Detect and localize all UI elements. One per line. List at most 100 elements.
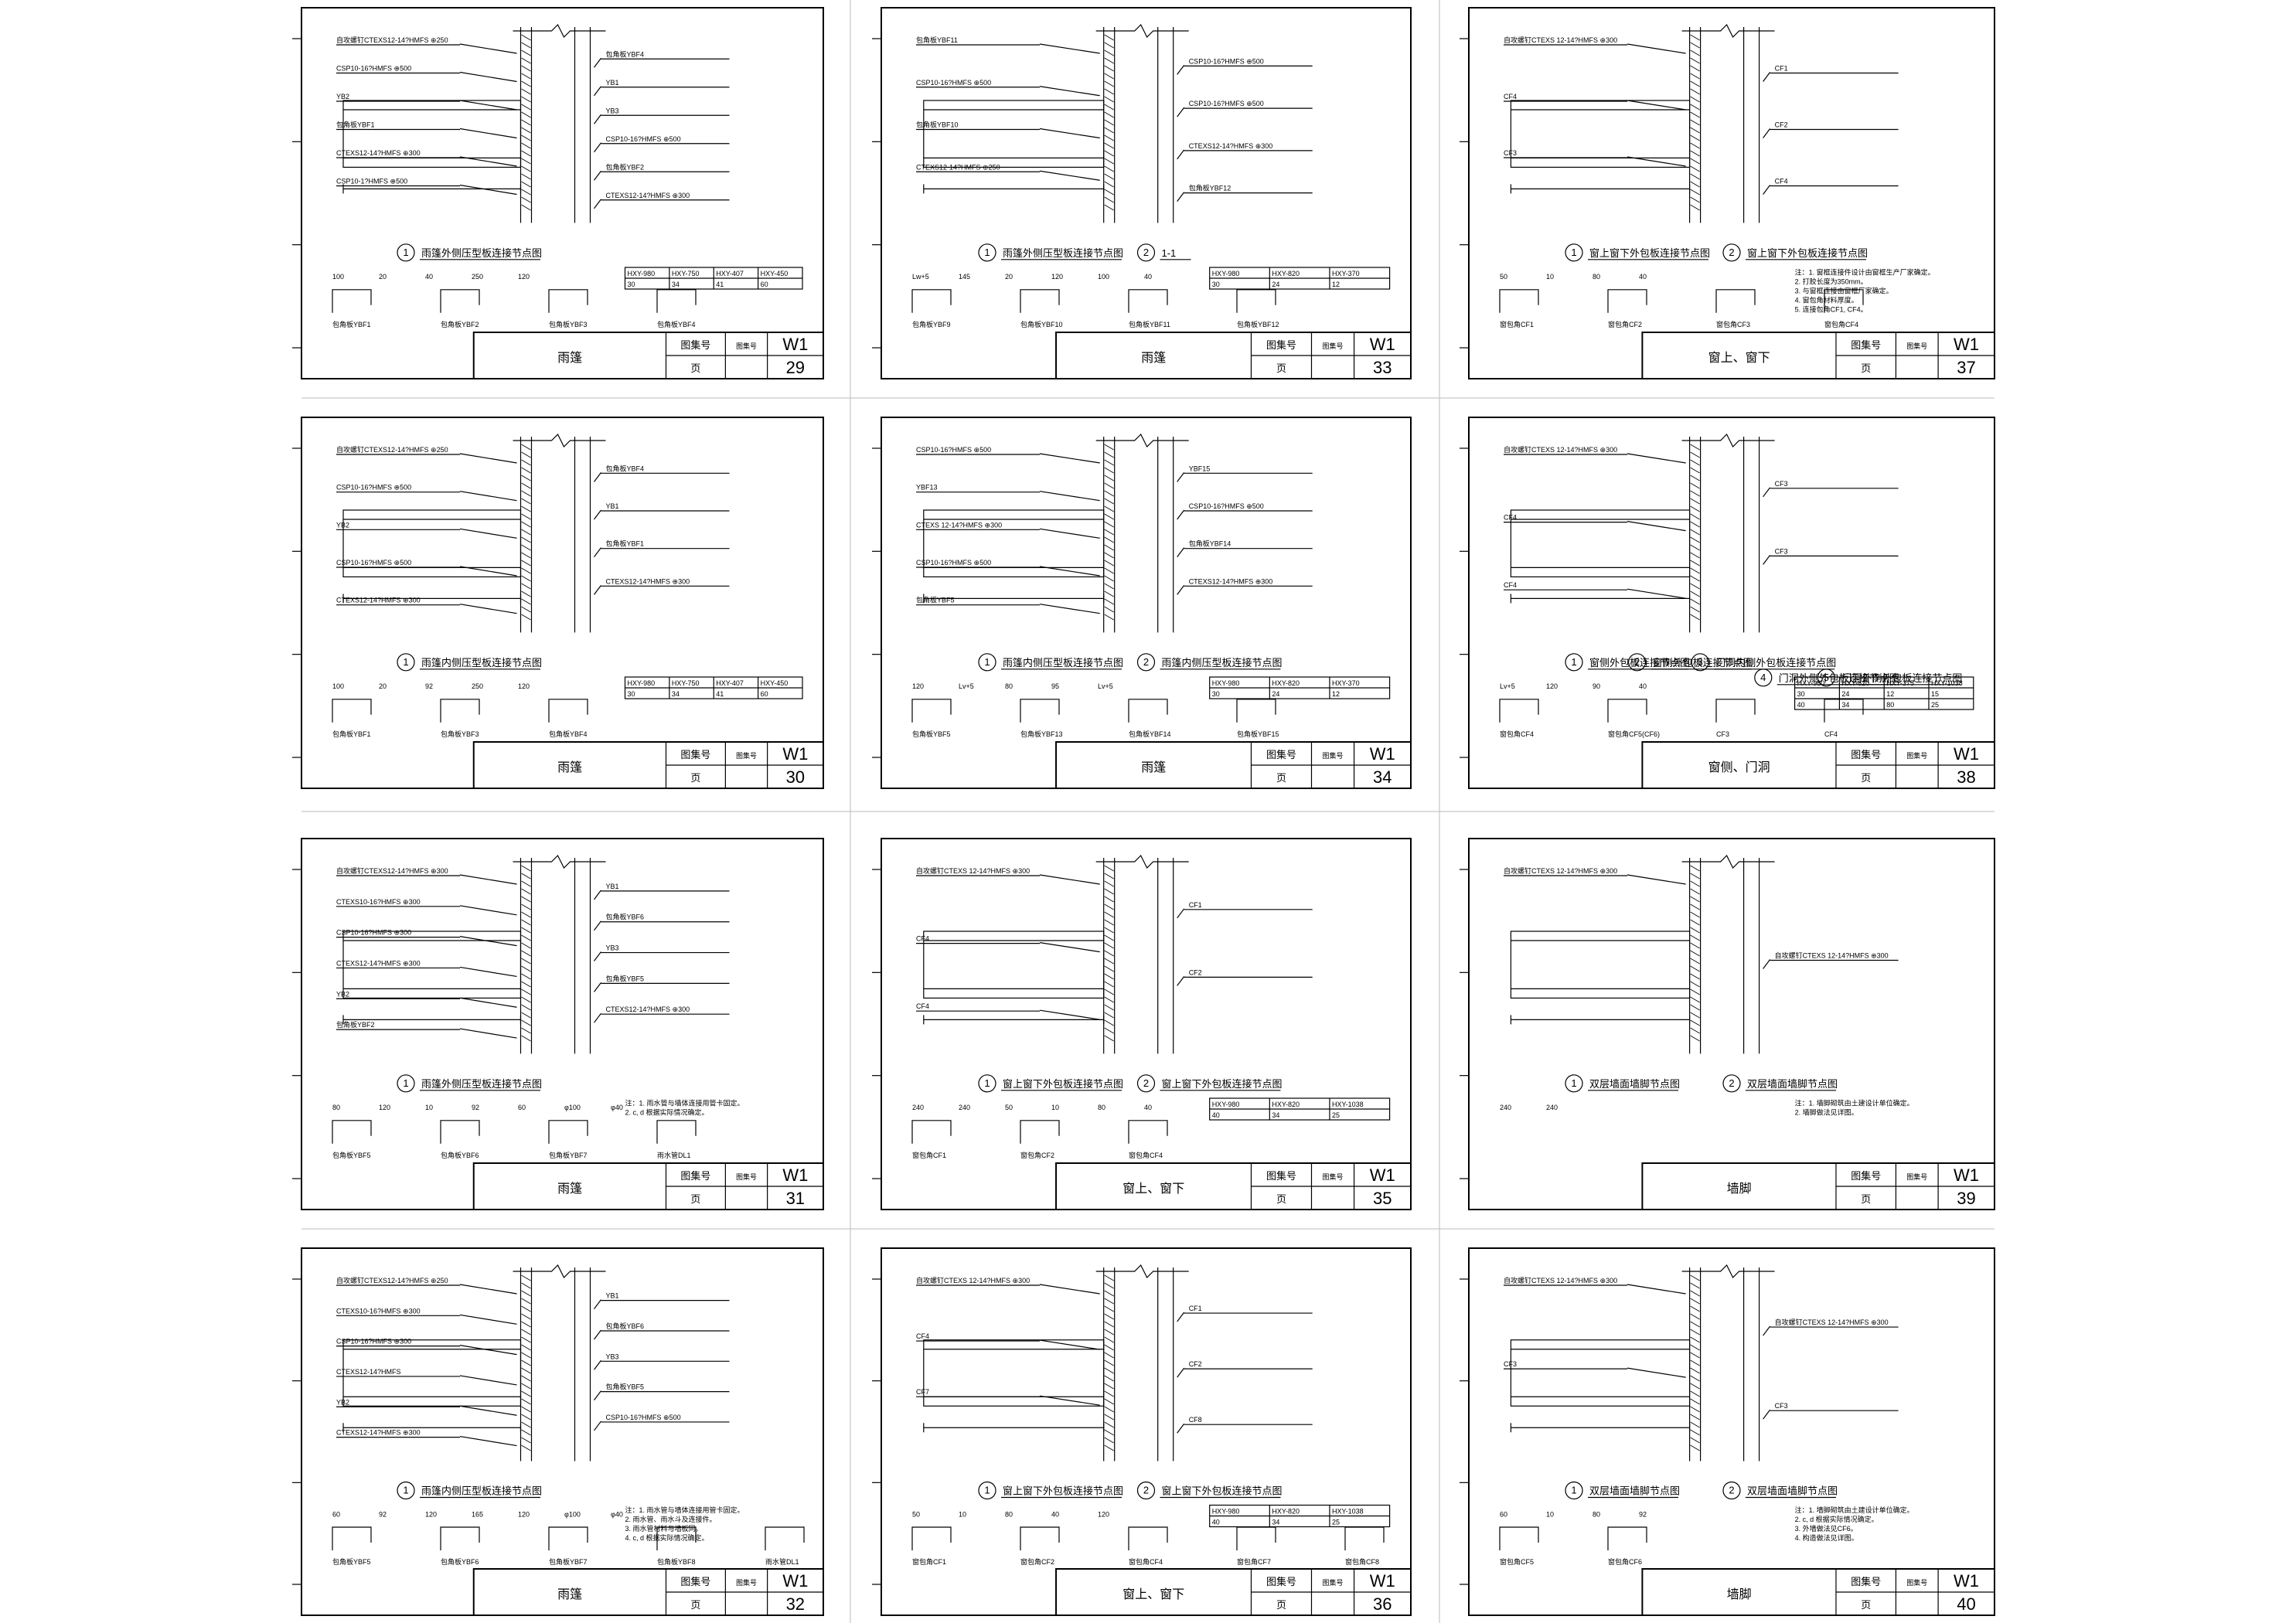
part-label: 窗包角CF1 bbox=[912, 1151, 946, 1159]
callout-text: CSP10-16?HMFS ⊕300 bbox=[336, 929, 411, 937]
leader-line bbox=[459, 453, 517, 464]
callout-text: CF7 bbox=[916, 1388, 929, 1396]
drawing-no-label: 图集号 bbox=[1266, 1576, 1296, 1587]
insulation-hatch bbox=[1690, 865, 1700, 872]
break-line bbox=[1095, 433, 1189, 448]
page-label: 页 bbox=[1276, 772, 1286, 784]
detail-caption: 窗上窗下外包板连接节点图 bbox=[1162, 1485, 1283, 1497]
insulation-hatch bbox=[521, 1274, 531, 1281]
dimension-text: 40 bbox=[1144, 1104, 1152, 1111]
callout-text: YB1 bbox=[606, 883, 619, 890]
insulation-hatch bbox=[1690, 1383, 1700, 1390]
detail-number-circle bbox=[1136, 243, 1156, 262]
insulation-hatch bbox=[521, 1012, 531, 1019]
insulation-hatch bbox=[1104, 42, 1114, 49]
sheet-title: 窗上、窗下 bbox=[1708, 351, 1770, 365]
callout-text: CSP10-16?HMFS ⊕500 bbox=[336, 484, 411, 492]
leader-line bbox=[594, 920, 601, 931]
dimension-text: 92 bbox=[425, 682, 433, 690]
part-label: 包角板YBF12 bbox=[1237, 320, 1279, 328]
part-profile bbox=[1824, 289, 1864, 313]
drawing-no-label: 图集号 bbox=[1851, 1170, 1881, 1182]
table-header: HXY-980 bbox=[628, 679, 656, 687]
insulation-hatch bbox=[521, 927, 531, 934]
leader-line bbox=[459, 997, 517, 1008]
sheet-title: 雨篷 bbox=[1141, 760, 1166, 774]
dimension-text: 240 bbox=[959, 1104, 970, 1111]
insulation-hatch bbox=[1104, 1344, 1114, 1351]
dimension-text: 10 bbox=[1546, 1511, 1554, 1519]
insulation-hatch bbox=[1690, 505, 1700, 512]
part-profile bbox=[440, 1526, 480, 1550]
insulation-hatch bbox=[1690, 181, 1700, 188]
insulation-hatch bbox=[1690, 521, 1700, 528]
detail-number-circle bbox=[1722, 1074, 1741, 1093]
part-profile bbox=[1236, 289, 1276, 313]
drawing-set-code: W1 bbox=[1954, 1165, 1979, 1185]
insulation-hatch bbox=[1690, 490, 1700, 497]
dimension-text: 165 bbox=[472, 1511, 483, 1519]
drawing-no-label: 图集号 bbox=[1323, 751, 1344, 760]
part-profile bbox=[1128, 289, 1168, 313]
note-line: 3. 雨水管材料与墙板同。 bbox=[625, 1524, 703, 1533]
insulation-hatch bbox=[521, 1019, 531, 1026]
table-header: HXY-750 bbox=[672, 270, 700, 277]
dimension-text: Lv+5 bbox=[1098, 682, 1113, 690]
page-number: 29 bbox=[786, 358, 805, 377]
canopy-body bbox=[342, 509, 522, 578]
insulation-hatch bbox=[1690, 560, 1700, 567]
drawing-set-code: W1 bbox=[782, 335, 808, 354]
drawing-no-label: 图集号 bbox=[1906, 1578, 1927, 1587]
leader-line bbox=[459, 1345, 517, 1356]
insulation-hatch bbox=[521, 65, 531, 72]
dimension-text: 100 bbox=[332, 273, 344, 281]
insulation-hatch bbox=[1104, 958, 1114, 965]
sheet-border bbox=[1468, 417, 1995, 789]
leader-line bbox=[1039, 491, 1100, 502]
insulation-hatch bbox=[521, 1406, 531, 1413]
detail-number-circle bbox=[978, 1074, 996, 1093]
drawing-no-label: 图集号 bbox=[1323, 342, 1344, 350]
note-line: 2. 墙脚做法见详图。 bbox=[1795, 1108, 1858, 1117]
insulation-hatch bbox=[1104, 158, 1114, 165]
leader-line bbox=[1039, 128, 1100, 139]
detail-number-circle bbox=[1691, 653, 1709, 672]
dimension-text: φ40 bbox=[611, 1511, 623, 1519]
insulation-hatch bbox=[1104, 1375, 1114, 1382]
notes-block: 注：1. 雨水管与墙体连接用管卡固定。2. 雨水管、雨水斗及连接件。3. 雨水管… bbox=[625, 1506, 744, 1542]
table-cell: 40 bbox=[1797, 701, 1805, 709]
insulation-hatch bbox=[1690, 1274, 1700, 1281]
dimension-text: 20 bbox=[1005, 273, 1013, 281]
insulation-hatch bbox=[521, 96, 531, 103]
insulation-hatch bbox=[1690, 150, 1700, 157]
insulation-hatch bbox=[1690, 1035, 1700, 1042]
part-profile bbox=[1236, 1526, 1276, 1550]
drawing-no-label: 图集号 bbox=[680, 1576, 710, 1587]
leader-line bbox=[594, 471, 601, 482]
sheet-title: 雨篷 bbox=[557, 1587, 582, 1601]
callout-text: YB2 bbox=[336, 521, 349, 529]
insulation-hatch bbox=[1690, 1019, 1700, 1026]
insulation-hatch bbox=[1690, 119, 1700, 126]
callout-text: CTEXS12-14?HMFS bbox=[336, 1368, 401, 1376]
insulation-hatch bbox=[1104, 575, 1114, 582]
insulation-hatch bbox=[521, 1352, 531, 1359]
sheet-title: 雨篷 bbox=[557, 350, 582, 365]
part-label: 包角板YBF2 bbox=[441, 320, 479, 328]
detail-caption: 窗上窗下外包板连接节点图 bbox=[1003, 1485, 1123, 1497]
callout-text: CTEXS10-16?HMFS ⊕300 bbox=[336, 898, 421, 906]
leader-line bbox=[1039, 528, 1100, 539]
part-label: 窗包角CF2 bbox=[1020, 1557, 1054, 1566]
note-line: 5. 连接包角CF1, CF4。 bbox=[1795, 305, 1868, 314]
callout-text: CF2 bbox=[1189, 1360, 1202, 1368]
insulation-hatch bbox=[1690, 134, 1700, 141]
insulation-hatch bbox=[1104, 165, 1114, 172]
part-profile bbox=[332, 699, 372, 723]
callout-text: 包角板YBF11 bbox=[916, 36, 958, 44]
page-number: 40 bbox=[1957, 1594, 1975, 1614]
insulation-hatch bbox=[521, 1027, 531, 1034]
